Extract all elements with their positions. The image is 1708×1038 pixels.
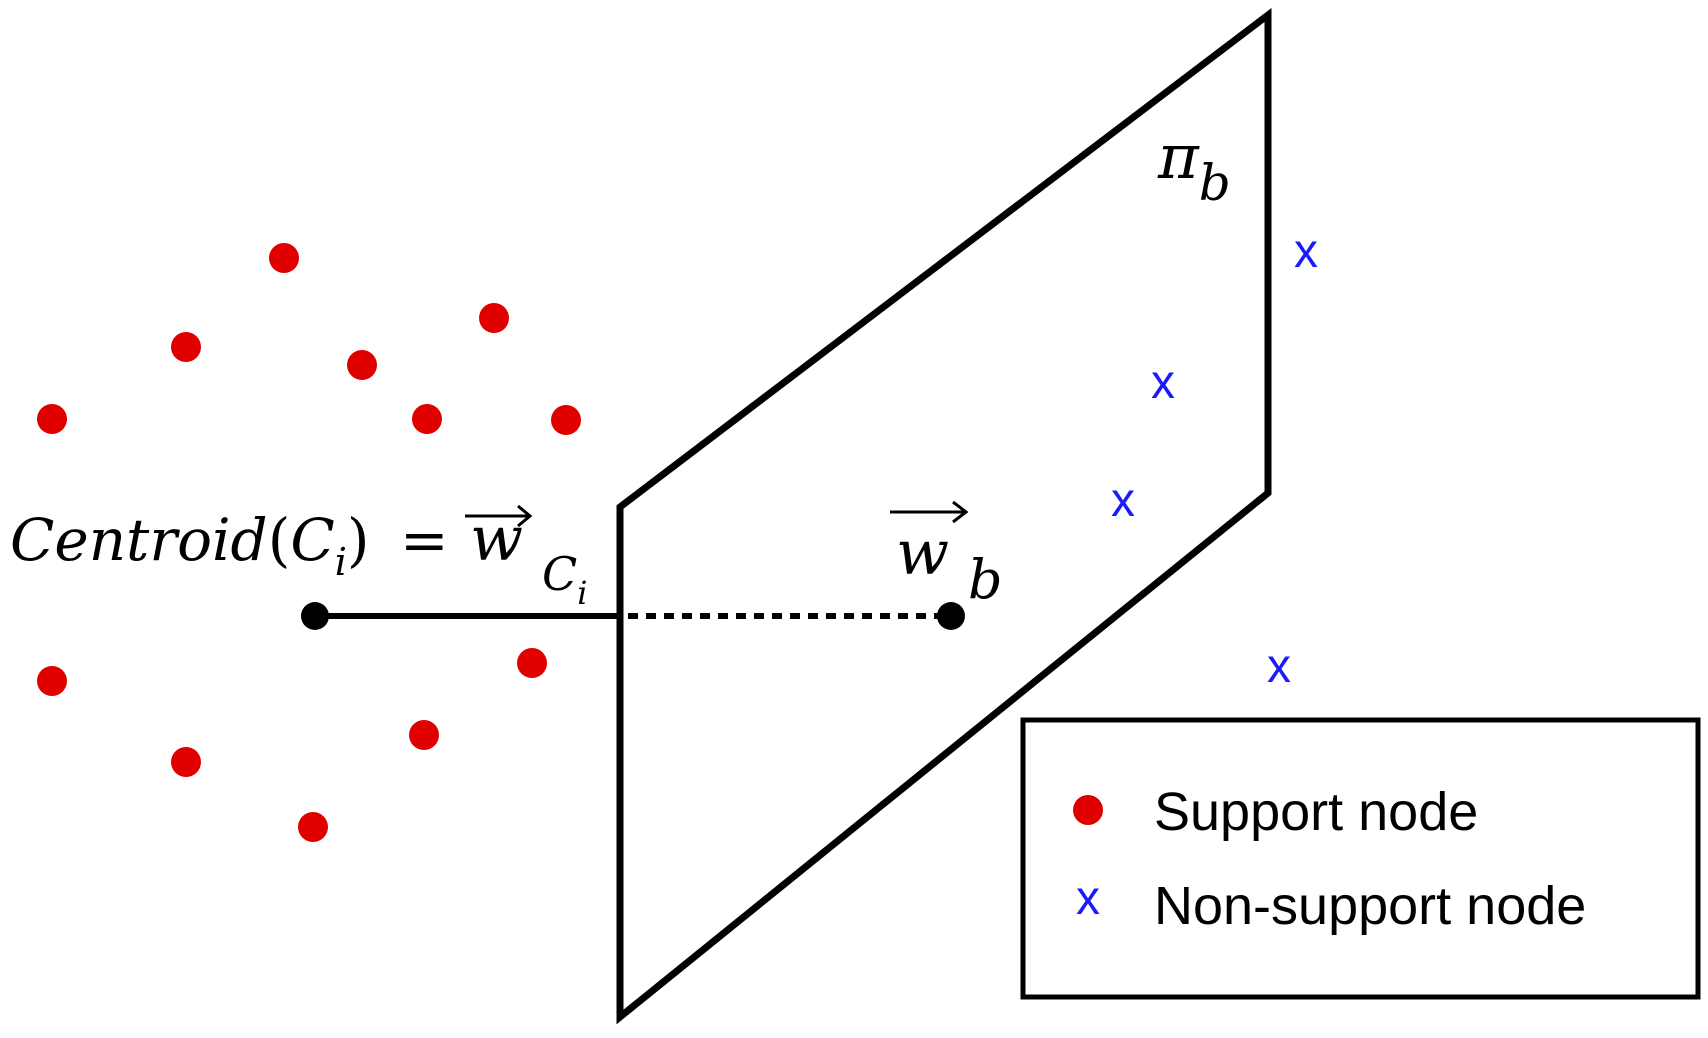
non-support-nodes: x x x x xyxy=(1111,225,1318,693)
non-support-node: x xyxy=(1294,225,1318,278)
legend-non-support-marker: x xyxy=(1076,872,1100,925)
support-node xyxy=(409,720,439,750)
support-nodes xyxy=(37,243,581,842)
legend-box xyxy=(1020,717,1701,1000)
support-node xyxy=(479,303,509,333)
support-node xyxy=(298,812,328,842)
plane-label: πb xyxy=(1157,120,1231,212)
support-node xyxy=(269,243,299,273)
support-node xyxy=(37,404,67,434)
support-node xyxy=(171,332,201,362)
support-node xyxy=(347,350,377,380)
centroid-label: Centroid(Ci) xyxy=(10,506,370,584)
w-ci-symbol: w xyxy=(470,502,523,575)
w-ci-subscript: Ci xyxy=(542,547,587,612)
support-node xyxy=(517,648,547,678)
wb-subscript: b xyxy=(968,548,1003,611)
non-support-node: x xyxy=(1151,356,1175,409)
support-node xyxy=(37,666,67,696)
legend-non-support-label: Non-support node xyxy=(1154,876,1586,936)
w-ci-arrow-head xyxy=(517,504,533,528)
legend: Support node x Non-support node xyxy=(1020,717,1701,1000)
legend-support-label: Support node xyxy=(1154,782,1478,842)
wb-label: w b xyxy=(890,500,1003,611)
hyperplane xyxy=(616,7,1272,1025)
support-node xyxy=(171,747,201,777)
equals-sign: = xyxy=(400,506,449,574)
wb-arrow-head xyxy=(952,500,969,524)
non-support-node: x xyxy=(1111,474,1135,527)
centroid-point xyxy=(301,602,329,630)
wb-point xyxy=(937,602,965,630)
non-support-node: x xyxy=(1267,640,1291,693)
support-node xyxy=(551,405,581,435)
wb-symbol: w xyxy=(896,516,949,589)
legend-support-marker xyxy=(1073,795,1103,825)
centroid-equation: Centroid(Ci) = w Ci xyxy=(10,502,587,612)
support-node xyxy=(412,404,442,434)
